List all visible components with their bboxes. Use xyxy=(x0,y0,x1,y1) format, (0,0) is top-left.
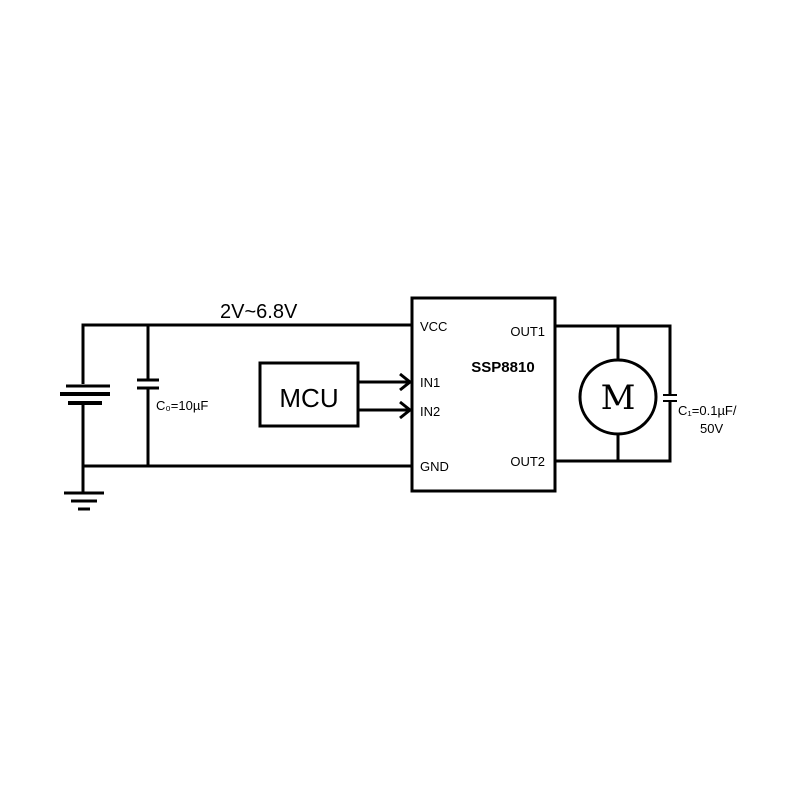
ic-name: SSP8810 xyxy=(471,359,534,376)
output-wires xyxy=(555,324,672,463)
ground-icon xyxy=(64,491,104,511)
pin-in2: IN2 xyxy=(420,404,440,419)
pin-out1: OUT1 xyxy=(510,324,545,339)
c1-label-line1: C₁=0.1µF/ xyxy=(678,403,737,418)
mcu-label: MCU xyxy=(279,383,338,413)
c1-label-line2: 50V xyxy=(700,421,723,436)
pin-gnd: GND xyxy=(420,459,449,474)
pin-out2: OUT2 xyxy=(510,454,545,469)
capacitor-c0-icon xyxy=(137,378,159,390)
motor-label: M xyxy=(601,378,636,418)
ic-ssp8810 xyxy=(410,296,557,493)
wires xyxy=(81,323,412,492)
supply-voltage-label: 2V~6.8V xyxy=(220,301,298,323)
pin-vcc: VCC xyxy=(420,319,447,334)
pin-in1: IN1 xyxy=(420,375,440,390)
battery-icon xyxy=(60,384,110,405)
c0-label: C₀=10µF xyxy=(156,398,208,413)
capacitor-c1-icon xyxy=(663,394,677,402)
motor-icon: M xyxy=(578,358,658,436)
mcu-block xyxy=(258,361,360,428)
mcu-outputs xyxy=(358,372,413,420)
